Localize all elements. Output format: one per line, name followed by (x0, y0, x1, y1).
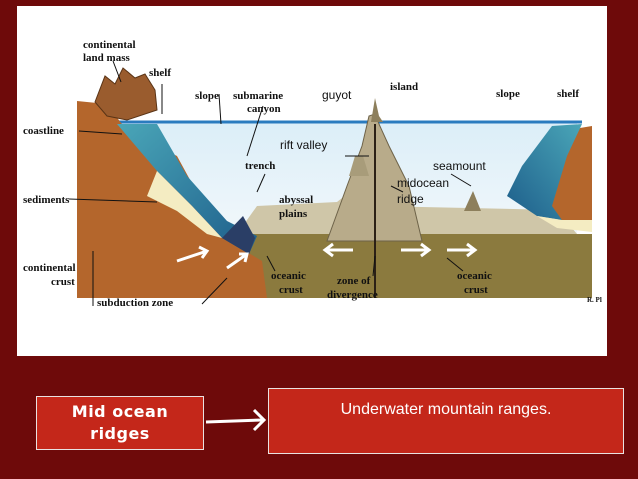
continental-land-mass (94, 67, 158, 121)
label-island: island (390, 81, 418, 93)
leader-lines (68, 60, 472, 306)
label-shelf-left: shelf (149, 67, 171, 79)
definition-box: Underwater mountain ranges. (268, 388, 624, 454)
label-slope-left: slope (195, 90, 219, 102)
island (371, 98, 383, 122)
continental-slope-right (507, 124, 582, 220)
label-slope-right: slope (496, 88, 520, 100)
sediments-right (537, 216, 592, 232)
label-rift-valley: rift valley (280, 138, 327, 152)
label-sediments: sediments (23, 194, 70, 206)
term-line-1: Mid ocean (71, 402, 169, 421)
label-shelf-right: shelf (557, 88, 579, 100)
continental-slope-left (117, 124, 257, 254)
definition-text: Underwater mountain ranges. (340, 401, 552, 418)
label-seamount: seamount (433, 159, 486, 173)
arrow-right-icon (205, 408, 267, 432)
label-subduction-zone: subduction zone (97, 297, 173, 309)
sediments-left (147, 171, 222, 238)
guyot (349, 156, 369, 176)
plate-motion-arrows (176, 242, 478, 270)
diagram-credit: R. Pl (587, 296, 602, 304)
label-trench: trench (245, 160, 275, 172)
seamount (464, 191, 481, 211)
trench (222, 216, 255, 254)
term-line-2: ridges (90, 424, 150, 443)
label-guyot: guyot (322, 88, 352, 102)
label-coastline: coastline (23, 125, 64, 137)
term-box: Mid ocean ridges (36, 396, 204, 450)
